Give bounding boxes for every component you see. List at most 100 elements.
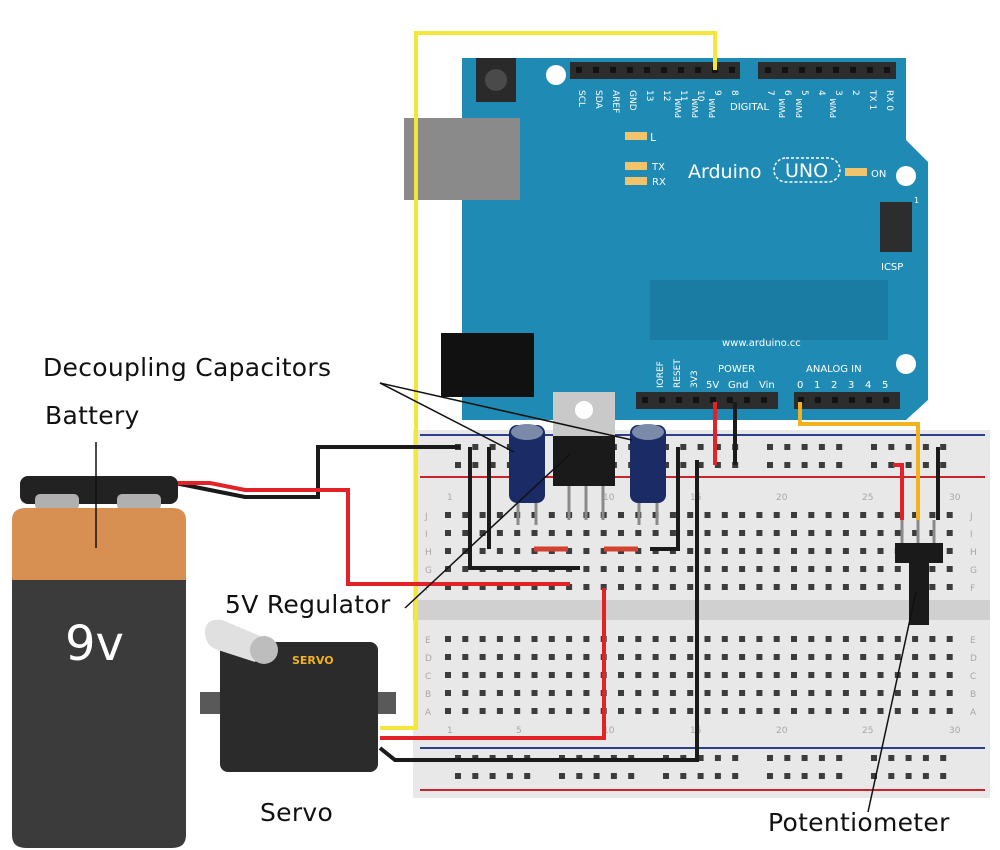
rail-hole[interactable]: [714, 773, 721, 779]
header-pin[interactable]: [644, 67, 650, 73]
breadboard-hole[interactable]: [635, 636, 642, 642]
breadboard-hole[interactable]: [548, 672, 555, 678]
breadboard-hole[interactable]: [462, 672, 469, 678]
breadboard-hole[interactable]: [877, 584, 884, 590]
breadboard-hole[interactable]: [531, 530, 538, 536]
breadboard-hole[interactable]: [445, 708, 451, 714]
rail-hole[interactable]: [559, 773, 565, 779]
pot-knob[interactable]: [909, 563, 929, 625]
rail-hole[interactable]: [628, 773, 635, 779]
breadboard-hole[interactable]: [583, 654, 590, 660]
breadboard-hole[interactable]: [669, 654, 676, 660]
header-pin[interactable]: [798, 397, 804, 403]
breadboard-hole[interactable]: [704, 654, 711, 660]
breadboard-hole[interactable]: [479, 512, 486, 518]
breadboard-hole[interactable]: [739, 548, 746, 554]
breadboard-hole[interactable]: [842, 672, 849, 678]
rail-hole[interactable]: [489, 773, 496, 779]
breadboard-hole[interactable]: [445, 672, 451, 678]
breadboard-hole[interactable]: [583, 548, 590, 554]
breadboard-hole[interactable]: [566, 690, 573, 696]
breadboard-hole[interactable]: [739, 672, 746, 678]
rail-hole[interactable]: [836, 773, 843, 779]
breadboard-hole[interactable]: [462, 566, 469, 572]
breadboard-hole[interactable]: [808, 530, 815, 536]
breadboard-hole[interactable]: [912, 530, 919, 536]
breadboard-hole[interactable]: [514, 690, 521, 696]
rail-hole[interactable]: [871, 444, 877, 450]
breadboard-hole[interactable]: [687, 708, 694, 714]
breadboard-hole[interactable]: [635, 690, 642, 696]
breadboard-hole[interactable]: [808, 690, 815, 696]
breadboard-hole[interactable]: [808, 672, 815, 678]
breadboard-hole[interactable]: [912, 708, 919, 714]
breadboard-hole[interactable]: [721, 512, 728, 518]
breadboard-hole[interactable]: [548, 654, 555, 660]
breadboard-hole[interactable]: [548, 512, 555, 518]
breadboard-hole[interactable]: [704, 512, 711, 518]
breadboard-hole[interactable]: [877, 512, 884, 518]
breadboard-hole[interactable]: [687, 584, 694, 590]
header-pin[interactable]: [815, 397, 821, 403]
breadboard-hole[interactable]: [912, 512, 919, 518]
breadboard-hole[interactable]: [808, 636, 815, 642]
breadboard-hole[interactable]: [635, 708, 642, 714]
breadboard-hole[interactable]: [514, 654, 521, 660]
breadboard-hole[interactable]: [600, 530, 607, 536]
breadboard-hole[interactable]: [583, 708, 590, 714]
breadboard-hole[interactable]: [946, 672, 953, 678]
rail-hole[interactable]: [472, 462, 479, 468]
breadboard-hole[interactable]: [877, 654, 884, 660]
breadboard-hole[interactable]: [929, 690, 936, 696]
breadboard-hole[interactable]: [860, 636, 867, 642]
breadboard-hole[interactable]: [773, 690, 780, 696]
header-pin[interactable]: [866, 397, 872, 403]
rail-hole[interactable]: [680, 462, 687, 468]
breadboard-hole[interactable]: [618, 672, 624, 678]
breadboard-hole[interactable]: [652, 672, 659, 678]
rail-hole[interactable]: [905, 773, 912, 779]
rail-hole[interactable]: [714, 462, 721, 468]
breadboard-hole[interactable]: [600, 584, 607, 590]
breadboard-hole[interactable]: [946, 566, 953, 572]
breadboard-hole[interactable]: [739, 636, 746, 642]
breadboard-hole[interactable]: [669, 584, 676, 590]
breadboard-hole[interactable]: [479, 530, 486, 536]
breadboard-hole[interactable]: [946, 708, 953, 714]
breadboard-hole[interactable]: [635, 584, 642, 590]
breadboard-hole[interactable]: [756, 512, 763, 518]
rail-hole[interactable]: [472, 773, 479, 779]
breadboard-hole[interactable]: [860, 690, 867, 696]
breadboard-hole[interactable]: [756, 708, 763, 714]
breadboard-hole[interactable]: [773, 636, 780, 642]
breadboard-hole[interactable]: [842, 636, 849, 642]
breadboard-hole[interactable]: [721, 672, 728, 678]
breadboard-hole[interactable]: [929, 654, 936, 660]
breadboard-hole[interactable]: [877, 672, 884, 678]
breadboard-hole[interactable]: [652, 708, 659, 714]
breadboard-hole[interactable]: [825, 672, 832, 678]
rail-hole[interactable]: [767, 462, 773, 468]
rail-hole[interactable]: [576, 773, 583, 779]
rail-hole[interactable]: [697, 444, 704, 450]
header-pin[interactable]: [832, 397, 838, 403]
breadboard-hole[interactable]: [462, 690, 469, 696]
breadboard-hole[interactable]: [548, 636, 555, 642]
header-pin[interactable]: [610, 67, 616, 73]
breadboard-hole[interactable]: [739, 690, 746, 696]
breadboard-hole[interactable]: [773, 548, 780, 554]
breadboard-hole[interactable]: [894, 584, 901, 590]
breadboard-hole[interactable]: [721, 690, 728, 696]
breadboard-hole[interactable]: [756, 672, 763, 678]
breadboard-hole[interactable]: [791, 566, 797, 572]
breadboard-hole[interactable]: [566, 530, 573, 536]
breadboard-hole[interactable]: [791, 690, 797, 696]
rail-hole[interactable]: [801, 755, 808, 761]
rail-hole[interactable]: [888, 773, 895, 779]
rail-hole[interactable]: [922, 773, 929, 779]
breadboard-hole[interactable]: [773, 654, 780, 660]
breadboard-hole[interactable]: [825, 654, 832, 660]
breadboard-hole[interactable]: [842, 584, 849, 590]
breadboard-hole[interactable]: [808, 584, 815, 590]
breadboard-hole[interactable]: [462, 636, 469, 642]
